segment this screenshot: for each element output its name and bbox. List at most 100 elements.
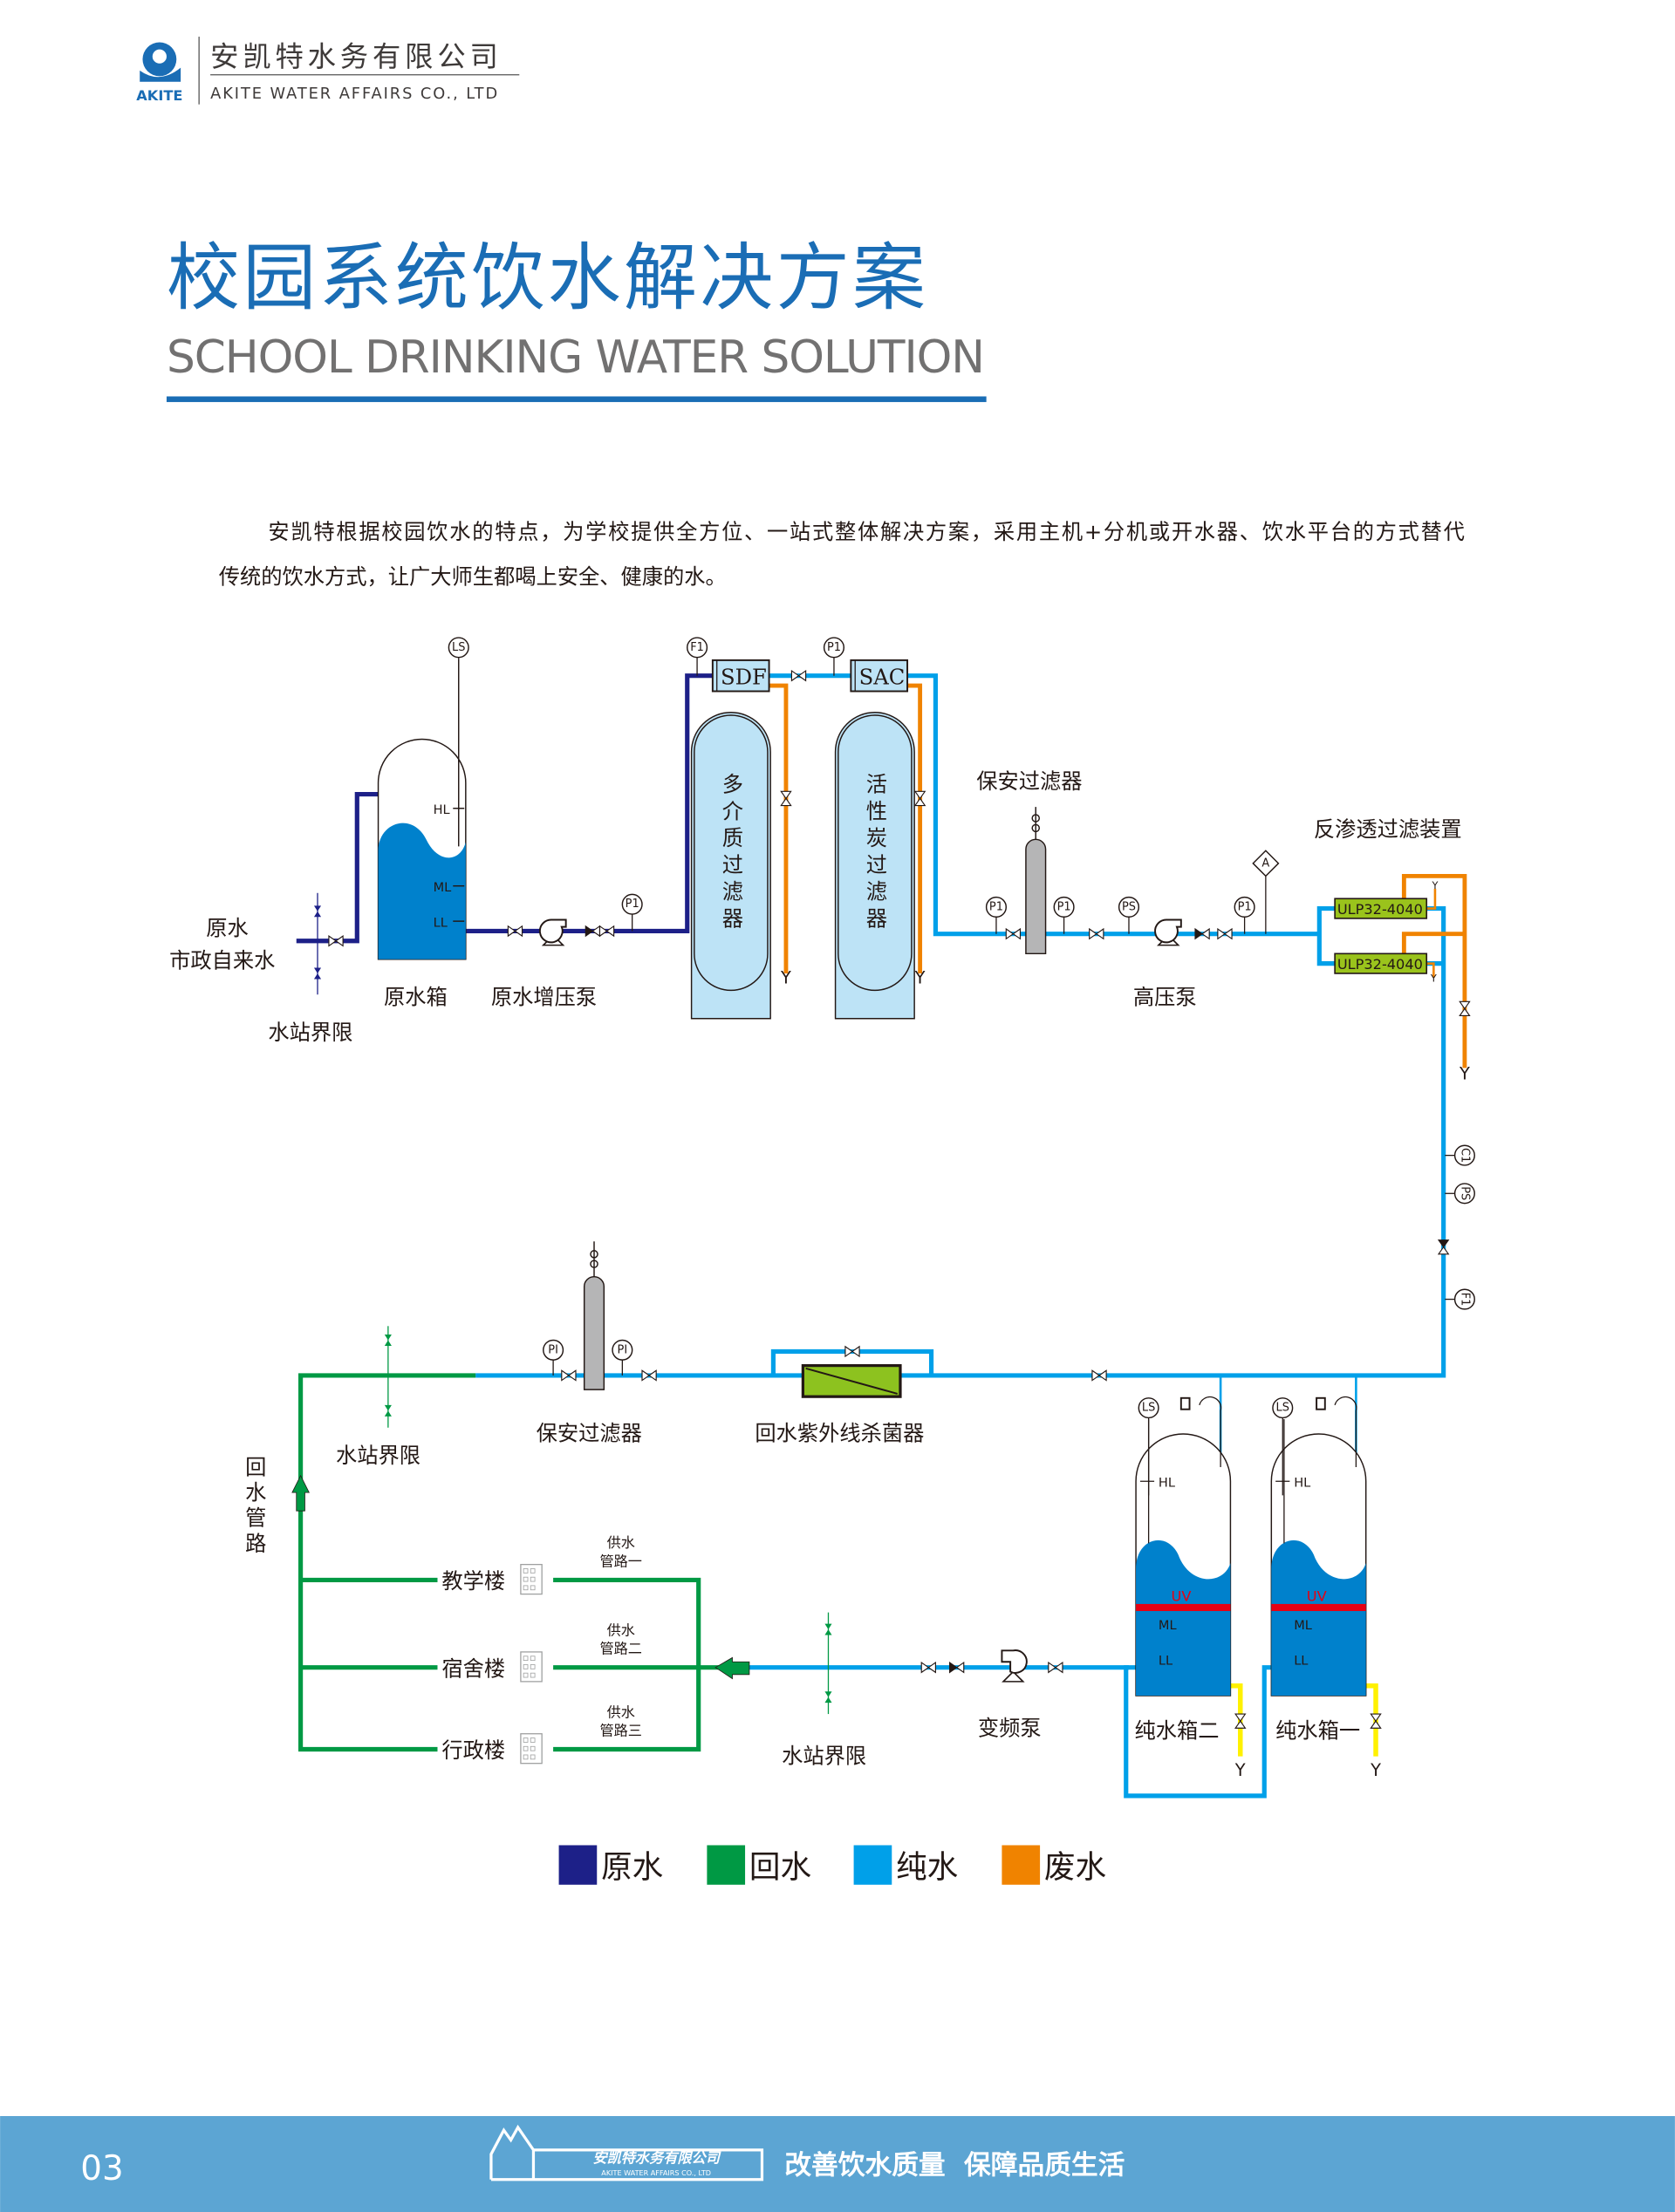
- company-header: AKITE 安凯特水务有限公司 AKITE WATER AFFAIRS CO.,…: [136, 37, 520, 105]
- drain-y-label: Y: [780, 967, 791, 987]
- logo-text: AKITE: [136, 87, 182, 104]
- gauge-tag: P1: [1057, 900, 1071, 913]
- gate-valve-icon: [1091, 1369, 1107, 1382]
- multimedia-filter: 多介质过滤器: [690, 712, 771, 1020]
- breather-filter-icon: [1179, 1396, 1191, 1410]
- raw-water-tank: HL ML LL: [377, 659, 467, 960]
- tank-ml: ML: [1159, 1618, 1178, 1633]
- check-valve-icon: [1194, 927, 1210, 940]
- gate-valve-icon: [561, 1369, 577, 1382]
- page-subtitle: SCHOOL DRINKING WATER SOLUTION: [167, 331, 985, 384]
- gauge-tag: LS: [1276, 1402, 1289, 1415]
- raw-booster-pump-label: 原水增压泵: [491, 985, 597, 1010]
- akite-logo: AKITE: [136, 42, 182, 104]
- pump-icon: [538, 918, 567, 946]
- gauge-tag: P1: [989, 900, 1003, 913]
- gauge-pi-icon: PI: [612, 1339, 633, 1376]
- legend-swatch: [707, 1845, 746, 1885]
- sdf-label: SDF: [721, 664, 767, 689]
- supply-pipe-label: 供水: [607, 1703, 635, 1720]
- gauge-tag: P1: [827, 641, 841, 654]
- page-title: 校园系统饮水解决方案: [167, 236, 928, 321]
- company-name-en: AKITE WATER AFFAIRS CO., LTD: [210, 85, 499, 103]
- tank-hl: HL: [1294, 1476, 1311, 1491]
- return-water-pipes: [298, 1373, 749, 1752]
- gauge-tag: PS: [1122, 900, 1136, 913]
- legend-label: 回水: [749, 1850, 811, 1886]
- boundary-marker-icon: [824, 1691, 832, 1703]
- supply-pipe-label: 供水: [607, 1534, 635, 1551]
- supply-pipe-number: 管路一: [600, 1553, 642, 1569]
- gauge-tag: PI: [548, 1343, 558, 1356]
- boundary-marker-icon: [384, 1335, 392, 1346]
- title-underline: [166, 396, 987, 402]
- gauge-ls-icon: LS: [1138, 1397, 1159, 1496]
- gate-valve-icon: [507, 925, 523, 938]
- raw-tank-hl: HL: [434, 802, 451, 817]
- building-icon: [520, 1733, 543, 1765]
- gauge-tag: PI: [618, 1343, 628, 1356]
- carbon-filter: 活性炭过滤器: [834, 712, 915, 1020]
- gate-valve-icon: [598, 925, 615, 938]
- ro-membrane-1-label: ULP32-4040: [1337, 901, 1423, 918]
- security-filter-2: [583, 1241, 605, 1390]
- tank-hl: HL: [1159, 1476, 1176, 1491]
- gauge-tag: F1: [690, 641, 704, 654]
- page-number: 03: [80, 2149, 123, 2188]
- gauge-ls-icon: LS: [1272, 1397, 1294, 1496]
- high-pressure-pump-label: 高压泵: [1133, 985, 1197, 1010]
- building-icon: [520, 1563, 543, 1595]
- gate-valve-icon: [1005, 927, 1022, 940]
- uv-lamp-bar: [1271, 1603, 1366, 1612]
- gauge-p1-icon: P1: [1234, 896, 1255, 934]
- gauge-tag: P1: [626, 898, 639, 911]
- gate-valve-icon: [328, 935, 344, 947]
- gauge-tag: P1: [1238, 900, 1252, 913]
- gate-valve-icon: [1459, 1000, 1471, 1017]
- building-name: 行政楼: [441, 1738, 505, 1763]
- footer-band: [0, 2116, 1675, 2212]
- gauge-ls-icon: LS: [448, 637, 469, 659]
- gate-valve-icon: [641, 1369, 657, 1382]
- raw-tank-ll: LL: [434, 916, 448, 931]
- tank-uv: UV: [1172, 1588, 1192, 1605]
- gauge-f1-icon: F1: [687, 637, 708, 676]
- boundary-marker-icon: [313, 905, 322, 918]
- gauge-ps-icon: PS: [1118, 896, 1140, 934]
- gate-valve-icon: [790, 669, 807, 682]
- footer-company-cn: 安凯特水务有限公司: [592, 2149, 721, 2166]
- valves: [313, 669, 1471, 1729]
- return-flow-left-arrow-icon: [714, 1656, 750, 1680]
- footer: 03 安凯特水务有限公司 AKITE WATER AFFAIRS CO., LT…: [0, 2116, 1675, 2212]
- vfd-pump-label: 变频泵: [978, 1715, 1042, 1740]
- footer-logo: 安凯特水务有限公司 AKITE WATER AFFAIRS CO., LTD: [489, 2124, 764, 2181]
- waste-water-pipes: [769, 683, 1467, 1068]
- company-name-cn: 安凯特水务有限公司: [210, 40, 502, 73]
- multimedia-filter-label: 多介质过滤器: [718, 773, 743, 933]
- analyzer-a-icon: A: [1252, 850, 1280, 934]
- gauge-tag: C1: [1458, 1148, 1471, 1163]
- uv-lamp-bar: [1136, 1603, 1231, 1612]
- drain-y-label: Y: [1234, 1760, 1246, 1780]
- drain-y-label: Y: [1431, 879, 1438, 891]
- vent-pipe: [1199, 1396, 1222, 1468]
- check-valve-icon: [949, 1661, 965, 1674]
- legend-item: 原水: [558, 1845, 663, 1886]
- vent-pipe: [1334, 1396, 1357, 1468]
- return-pipe-label: 回水管路: [242, 1456, 267, 1557]
- footer-company-en: AKITE WATER AFFAIRS CO., LTD: [601, 2168, 711, 2177]
- supply-pipe-label: 供水: [607, 1622, 635, 1639]
- gate-valve-icon: [1217, 927, 1233, 940]
- legend-swatch: [558, 1845, 598, 1885]
- gate-valve-icon: [920, 1661, 936, 1674]
- legend-label: 原水: [601, 1850, 663, 1886]
- gauge-tag: A: [1261, 857, 1269, 870]
- check-valve-icon: [1437, 1239, 1450, 1255]
- drain-y-label: Y: [1370, 1760, 1381, 1780]
- supply-pipe-number: 管路二: [600, 1641, 642, 1657]
